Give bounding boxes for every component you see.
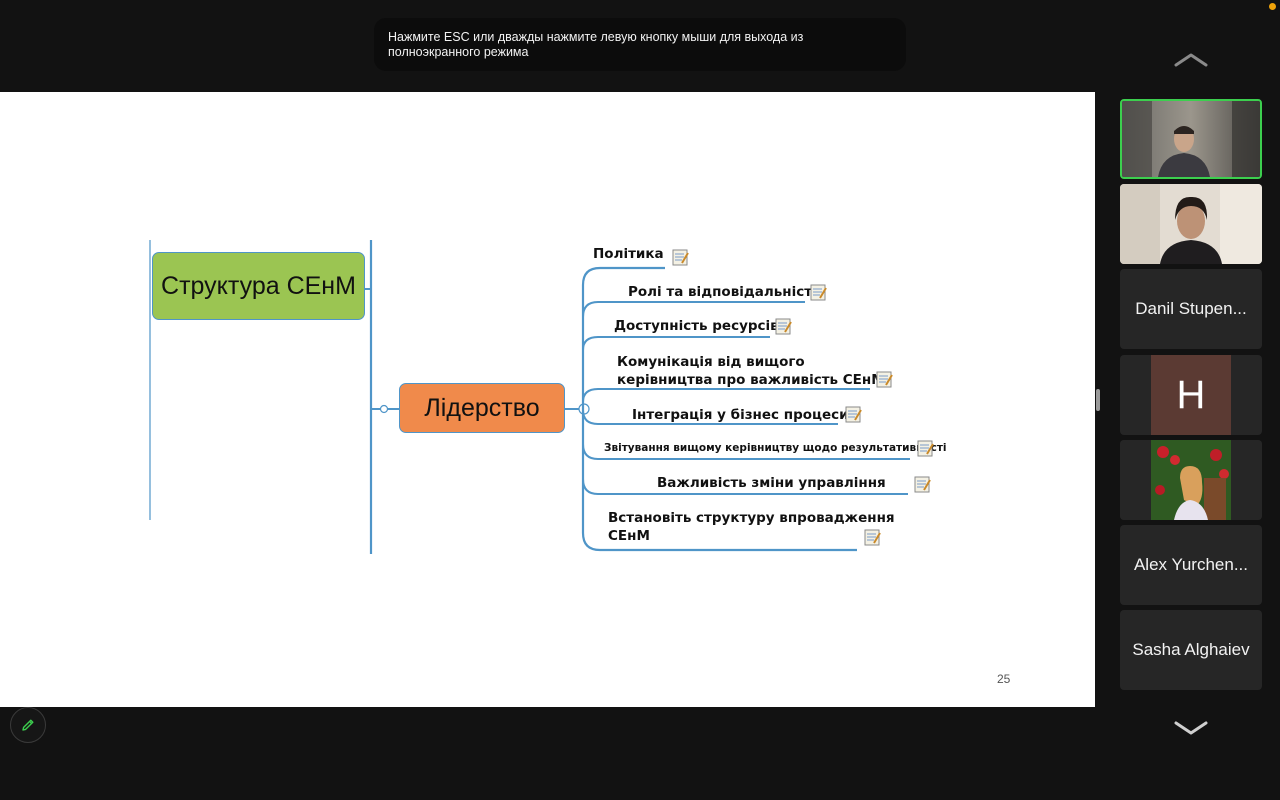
- note-icon: [864, 529, 881, 546]
- participant-tile-name[interactable]: Danil Stupen...: [1120, 269, 1262, 349]
- note-icon: [845, 406, 862, 423]
- participant-tile-name[interactable]: Alex Yurchen...: [1120, 525, 1262, 605]
- avatar: H: [1151, 355, 1231, 435]
- note-icon: [917, 440, 934, 457]
- status-dot: [1269, 3, 1276, 10]
- branch-roles: Ролі та відповідальність: [628, 284, 821, 300]
- mindmap-connectors: [149, 240, 910, 554]
- branch-integration: Інтеграція у бізнес процеси: [632, 407, 849, 423]
- scroll-down-button[interactable]: [1168, 715, 1214, 741]
- note-icon: [810, 284, 827, 301]
- participant-video: [1120, 184, 1262, 264]
- chevron-up-icon: [1174, 53, 1208, 67]
- shared-slide: Структура СЕнМ Лідерство Політика Ролі т…: [0, 92, 1095, 707]
- branch-change-management: Важливість зміни управління: [657, 475, 886, 491]
- note-icon: [914, 476, 931, 493]
- branch-policy: Політика: [593, 246, 664, 262]
- participant-tile-name[interactable]: Sasha Alghaiev: [1120, 610, 1262, 690]
- structure-node: Структура СЕнМ: [152, 252, 365, 320]
- participant-name: Sasha Alghaiev: [1132, 640, 1250, 659]
- note-icon: [876, 371, 893, 388]
- participant-tile-photo[interactable]: [1120, 440, 1262, 520]
- scroll-up-button[interactable]: [1168, 47, 1214, 73]
- participant-tile-avatar[interactable]: H: [1120, 355, 1262, 435]
- exit-fullscreen-banner: Нажмите ESC или дважды нажмите левую кно…: [374, 18, 906, 71]
- participant-name: Danil Stupen...: [1135, 299, 1247, 318]
- pencil-icon: [22, 719, 34, 731]
- branch-resources: Доступність ресурсів: [614, 318, 779, 334]
- branch-implementation: Встановіть структуру впровадження СЕнМ: [608, 510, 895, 544]
- slide-page-number: 25: [997, 672, 1011, 686]
- avatar: [1120, 440, 1262, 520]
- participant-video: [1122, 101, 1260, 177]
- participant-tile-video-active[interactable]: [1120, 99, 1262, 179]
- leadership-node: Лідерство: [399, 383, 565, 433]
- chevron-down-icon: [1174, 721, 1208, 735]
- branch-reporting: Звітування вищому керівництву щодо резул…: [604, 442, 947, 454]
- branch-communication: Комунікація від вищого керівництва про в…: [617, 354, 885, 388]
- participant-name: Alex Yurchen...: [1133, 555, 1249, 574]
- panel-resize-handle[interactable]: [1096, 389, 1100, 411]
- note-icon: [775, 318, 792, 335]
- note-icon: [672, 249, 689, 266]
- participant-tile-video[interactable]: [1120, 184, 1262, 264]
- annotate-button[interactable]: [10, 707, 46, 743]
